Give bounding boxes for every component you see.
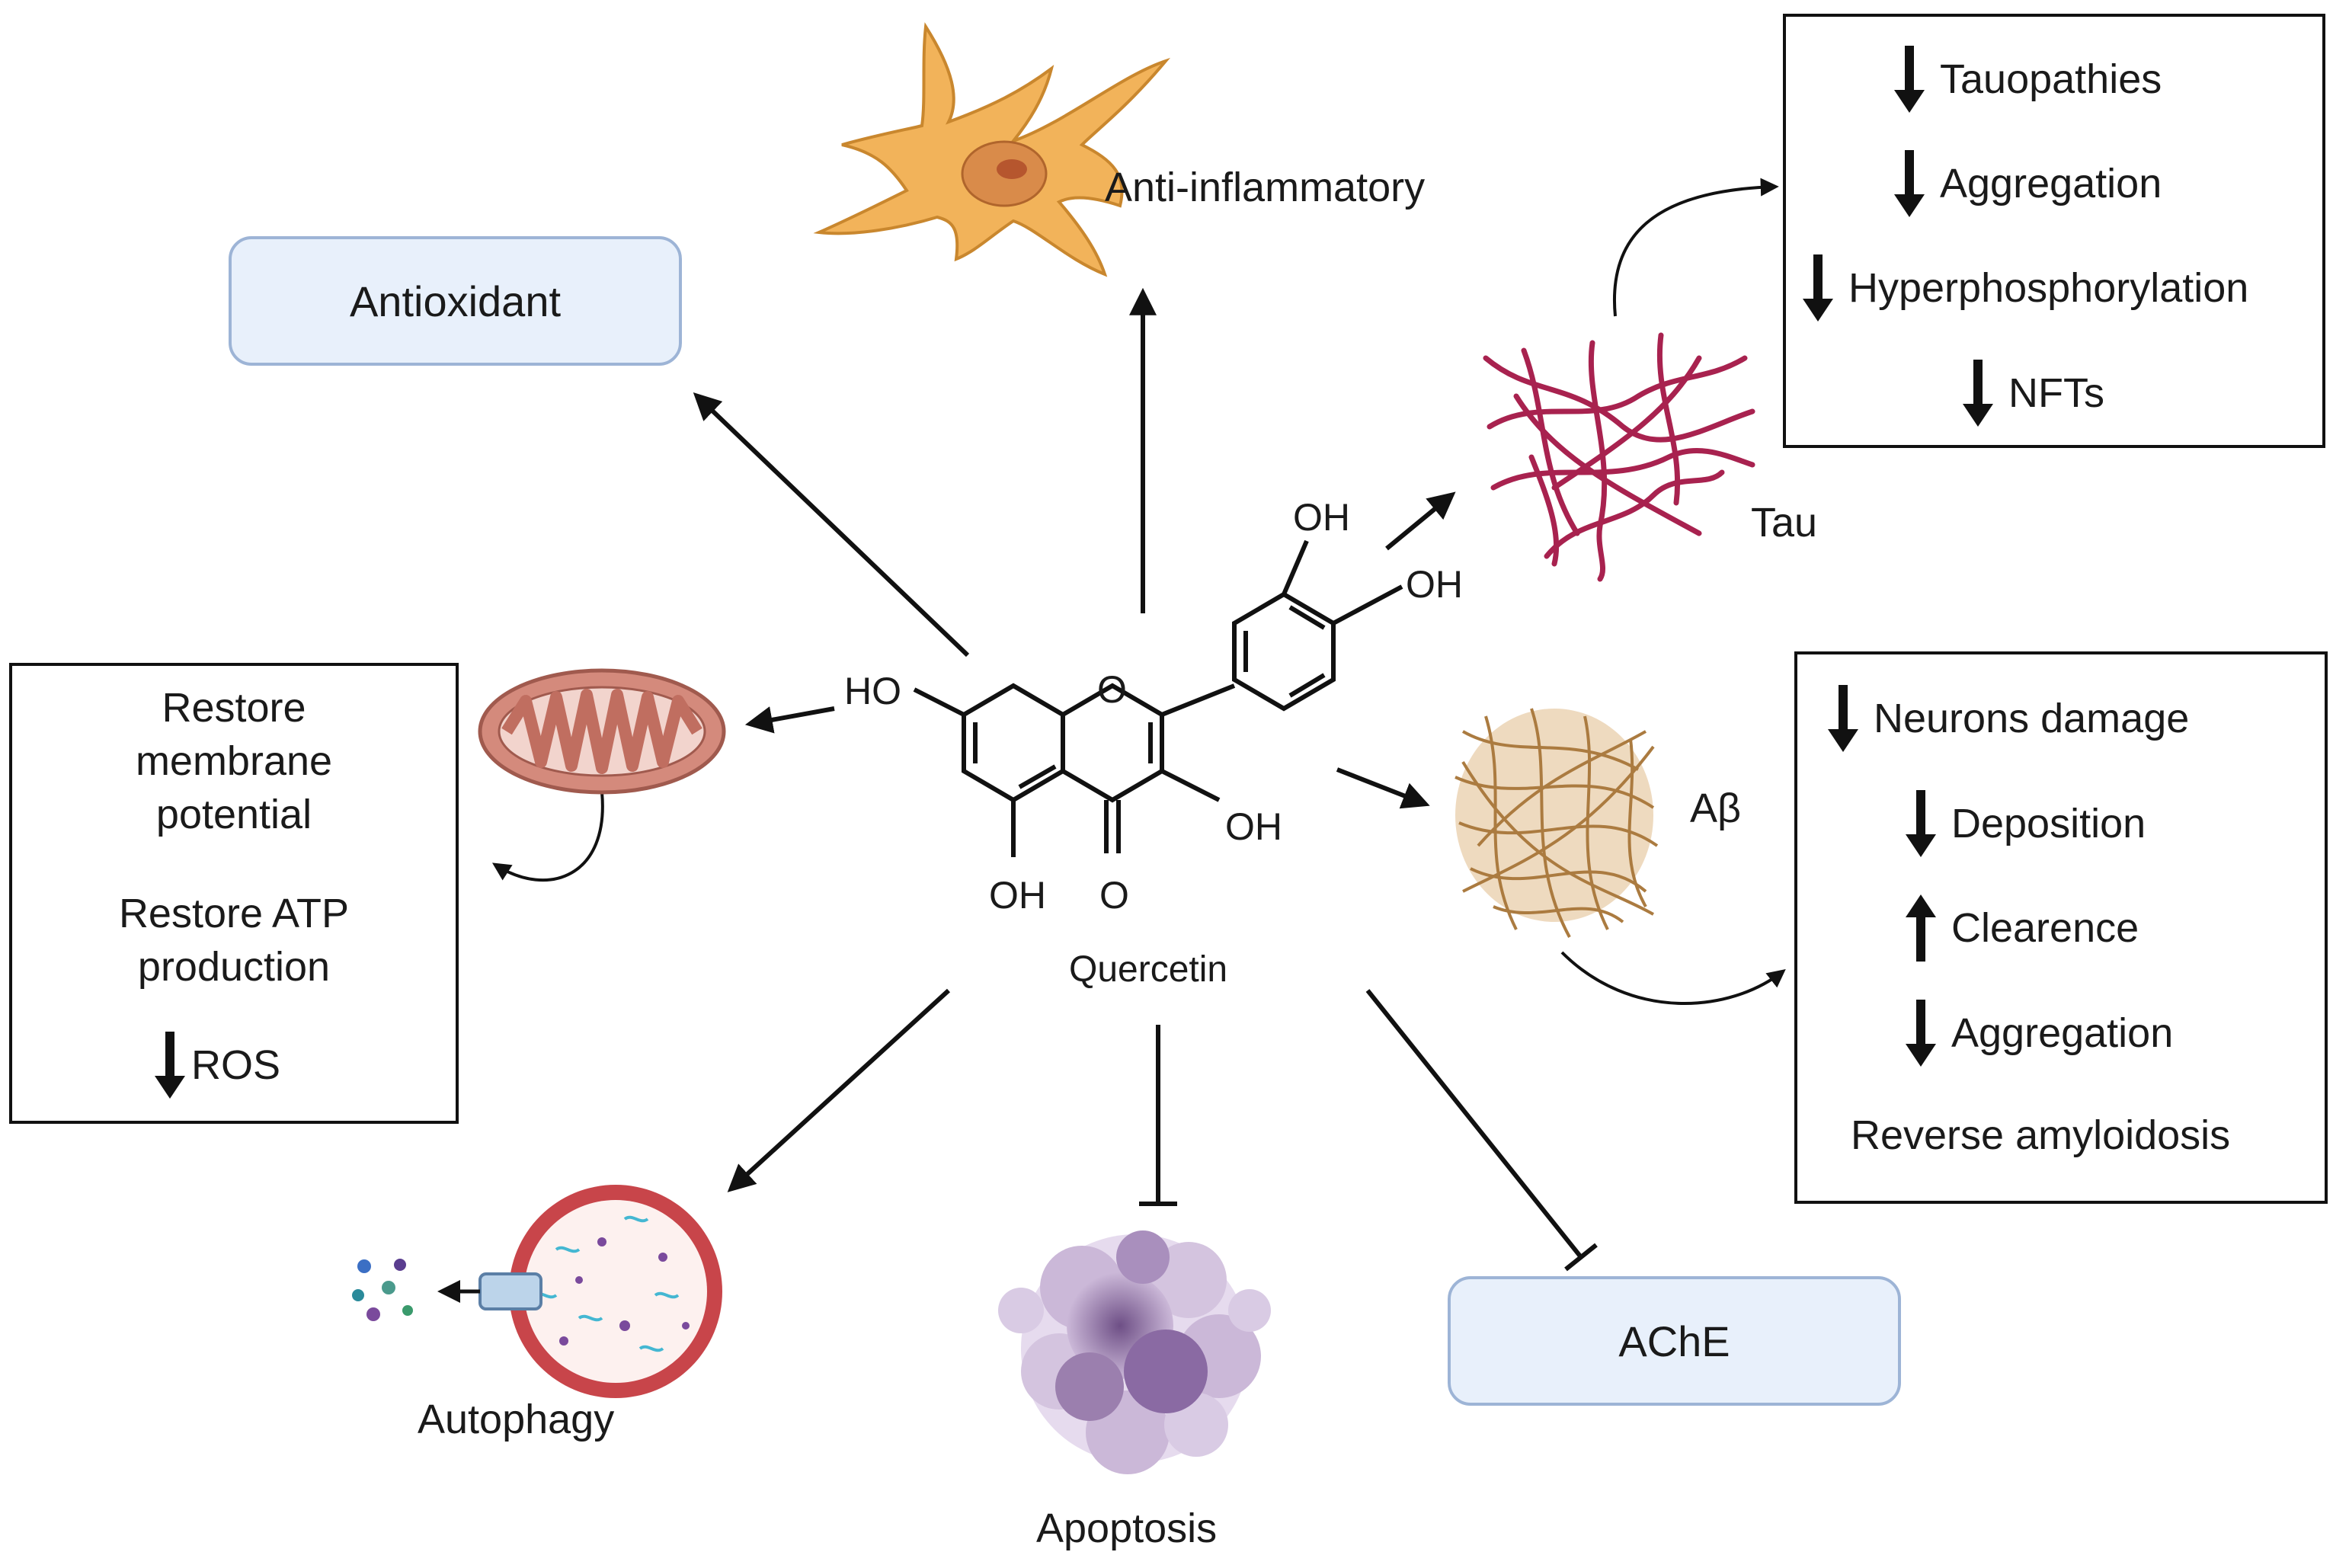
ros-text: ROS	[191, 1042, 281, 1088]
amyloid-effect-text: Reverse amyloidosis	[1851, 1112, 2231, 1158]
apoptotic-cell-icon	[998, 1230, 1271, 1474]
chem-label-oh-c5: OH	[989, 874, 1046, 917]
tau-effect-row: Hyperphosphorylation	[1801, 254, 2248, 322]
mito-text-block-2: Restore ATP production	[12, 887, 456, 994]
lysosome-icon	[352, 1185, 722, 1398]
amyloid-effect-row: Neurons damage	[1826, 685, 2189, 752]
curve-arrow-tau-box	[1613, 178, 1779, 317]
amyloid-fibers-icon	[1455, 708, 1659, 938]
down-arrow-icon	[1963, 360, 1993, 427]
down-arrow-icon	[155, 1032, 185, 1099]
amyloid-effect-row: Clearence	[1904, 894, 2139, 962]
tau-effect-row: Aggregation	[1893, 150, 2162, 217]
curve-arrow-amyloid-box	[1560, 951, 1786, 1006]
quercetin-structure	[913, 539, 1403, 857]
apoptosis-label: Apoptosis	[1036, 1506, 1218, 1551]
chem-label-carbonyl-o: O	[1099, 874, 1129, 917]
down-arrow-icon	[1906, 1000, 1936, 1067]
astrocyte-icon	[813, 22, 1171, 277]
ache-box: AChE	[1448, 1276, 1901, 1406]
down-arrow-icon	[1803, 254, 1833, 322]
mitochondria-effects-box: Restore membrane potential Restore ATP p…	[9, 663, 459, 1124]
down-arrow-icon	[1906, 790, 1936, 857]
tau-effect-row: NFTs	[1961, 360, 2104, 427]
arrow-to-antioxidant	[693, 392, 970, 658]
amyloid-effect-text: Neurons damage	[1874, 696, 2190, 741]
down-arrow-icon	[1894, 46, 1925, 113]
arrow-to-autophagy	[727, 988, 951, 1192]
antioxidant-label: Antioxidant	[349, 277, 562, 325]
down-arrow-icon	[1828, 685, 1858, 752]
mito-text-block-1: Restore membrane potential	[12, 681, 456, 842]
chem-label-oh-top: OH	[1293, 496, 1350, 539]
mito-line: Restore ATP	[118, 891, 350, 936]
amyloid-effect-row: Reverse amyloidosis	[1851, 1112, 2230, 1159]
mito-line: membrane	[135, 738, 333, 785]
arrow-to-mitochondria	[744, 706, 835, 734]
down-arrow-icon	[1894, 150, 1925, 217]
tau-effect-text: Tauopathies	[1940, 56, 2162, 102]
tau-tangle-icon	[1483, 332, 1755, 582]
ache-label: AChE	[1618, 1317, 1730, 1365]
chem-label-ring-o: O	[1097, 668, 1127, 711]
compound-name: Quercetin	[1069, 949, 1228, 990]
mito-ros-row: ROS	[153, 1032, 280, 1099]
inhibit-ache	[1365, 989, 1598, 1272]
curve-arrow-mito-box	[491, 792, 604, 882]
inhibit-apoptosis	[1139, 1025, 1177, 1206]
chem-label-ho: HO	[844, 670, 901, 712]
amyloid-effect-text: Deposition	[1951, 801, 2146, 846]
mito-line: Restore	[162, 685, 306, 731]
autophagy-label: Autophagy	[418, 1397, 615, 1442]
tau-effect-text: Hyperphosphorylation	[1848, 265, 2249, 311]
antioxidant-box: Antioxidant	[229, 236, 682, 366]
mitochondrion-icon	[478, 668, 726, 795]
amyloid-effect-text: Clearence	[1951, 905, 2139, 951]
arrow-to-tau	[1385, 491, 1456, 551]
anti-inflammatory-label: Anti-inflammatory	[1105, 165, 1426, 210]
amyloid-effects-box: Neurons damage Deposition Clearence Aggr…	[1794, 651, 2328, 1204]
arrow-to-amyloid	[1336, 767, 1430, 809]
up-arrow-icon	[1906, 894, 1936, 962]
chem-label-oh-c3: OH	[1225, 805, 1282, 848]
mito-line: potential	[155, 792, 312, 838]
tau-label: Tau	[1751, 500, 1818, 546]
amyloid-effect-text: Aggregation	[1951, 1010, 2174, 1056]
tau-effect-text: Aggregation	[1940, 161, 2162, 206]
amyloid-effect-row: Aggregation	[1904, 1000, 2173, 1067]
amyloid-label: Aβ	[1690, 786, 1742, 831]
amyloid-effect-row: Deposition	[1904, 790, 2146, 857]
tau-effect-text: NFTs	[2008, 370, 2104, 416]
mito-line: production	[137, 944, 331, 990]
tau-effects-box: Tauopathies Aggregation Hyperphosphoryla…	[1783, 14, 2325, 448]
tau-effect-row: Tauopathies	[1893, 46, 2162, 113]
chem-label-oh-right: OH	[1406, 563, 1463, 606]
